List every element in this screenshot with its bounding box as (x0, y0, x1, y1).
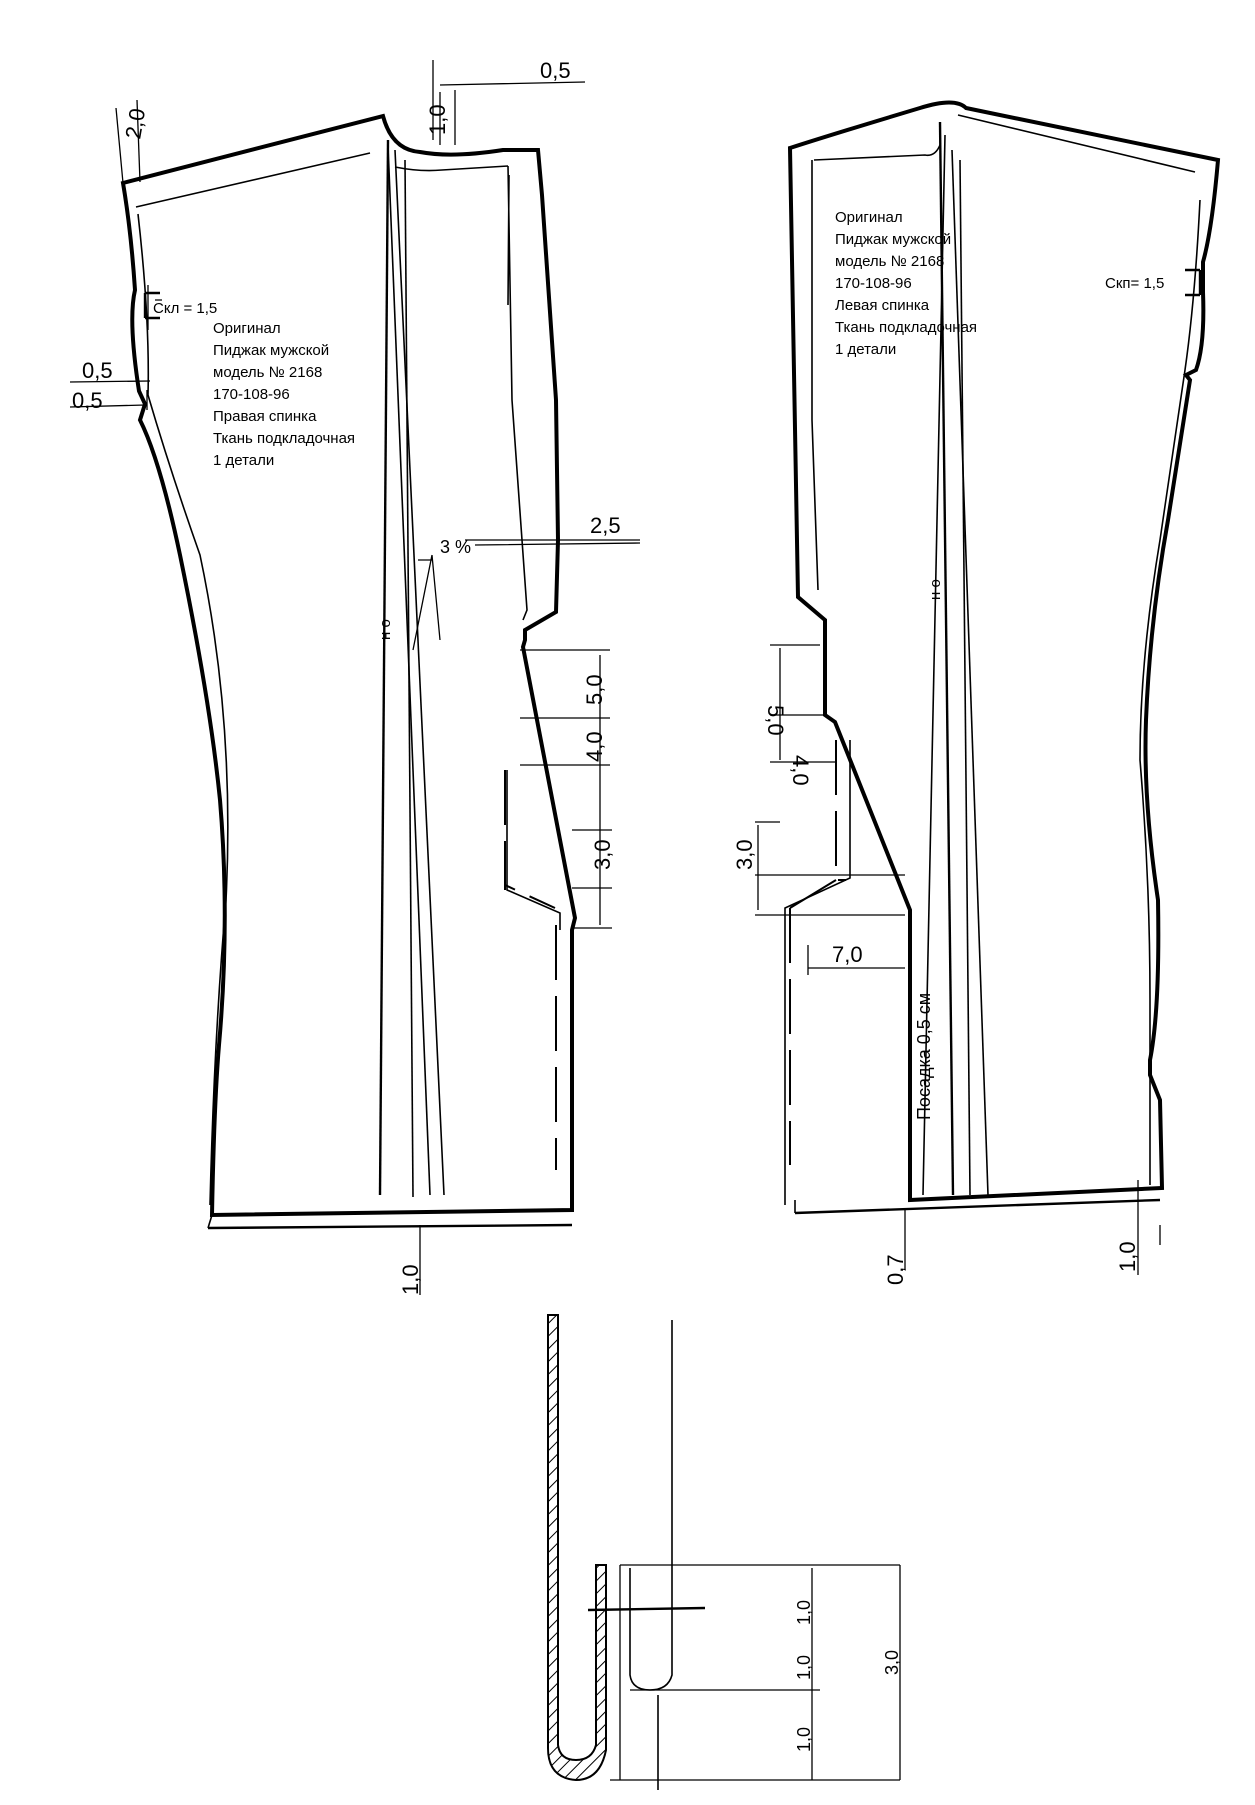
dim-detail-bottom: 1,0 (794, 1727, 814, 1752)
left-back-pleat-mark (1185, 268, 1202, 297)
hem-detail-fabric-fold (547, 1314, 607, 1782)
right-back-label-line-1: Оригинал (213, 320, 281, 337)
right-back-centre-line-a (378, 139, 390, 1196)
dim-percent: 3 % (440, 537, 471, 557)
dim-hem: 1,0 (398, 1264, 423, 1295)
dim-detail-middle: 1,0 (794, 1655, 814, 1680)
left-back-label-line-6: Ткань подкладочная (835, 319, 977, 336)
left-back-label-line-4: 170-108-96 (835, 275, 912, 292)
right-back-label-line-3: модель № 2168 (213, 364, 322, 381)
left-back-inner-side (1139, 199, 1201, 1185)
left-back-label: Оригинал Пиджак мужской модель № 2168 17… (835, 209, 1164, 600)
right-back-hem-edge (207, 1214, 213, 1229)
dim-side-a: 0,5 (82, 358, 113, 383)
right-back-label-line-7: 1 детали (213, 452, 274, 469)
dim-left-vent-width: 7,0 (832, 942, 863, 967)
hem-detail-lining-u (629, 1568, 673, 1691)
right-back-label-line-6: Ткань подкладочная (213, 430, 355, 447)
left-back-vent-step (784, 740, 851, 1205)
dim-vent-a: 5,0 (582, 674, 607, 705)
left-back-centre-line-d (959, 159, 971, 1196)
dim-left-ease-note: Посадка 0,5 см (914, 993, 934, 1120)
left-back-piece (784, 100, 1221, 1215)
dim-left-hem-left: 0,7 (883, 1254, 908, 1285)
dim-detail-total: 3,0 (882, 1650, 902, 1675)
left-back-pleat-note: Скп= 1,5 (1105, 275, 1164, 292)
left-back-seam-line (811, 114, 1196, 591)
dim-vent-c: 3,0 (590, 839, 615, 870)
left-back-dim-texts: 5,0 4,0 3,0 7,0 Посадка 0,5 см 0,7 1,0 (732, 705, 1140, 1285)
dim-left-vent-c: 3,0 (732, 839, 757, 870)
hem-detail-stitch (587, 1606, 706, 1612)
left-back-label-line-5: Левая спинка (835, 297, 930, 314)
right-back-dim-texts: 2,0 1,0 0,5 0,5 0,5 3 % 2,5 5,0 4,0 3,0 … (72, 58, 621, 1295)
left-back-centre-line-c (951, 149, 989, 1196)
dim-vent-b: 4,0 (582, 731, 607, 762)
left-back-dimensions (755, 644, 1161, 1275)
left-back-cut-outline (787, 100, 1221, 1203)
right-back-piece (120, 113, 578, 1230)
dim-detail-top: 1,0 (794, 1600, 814, 1625)
right-back-inner-side (137, 213, 229, 1206)
right-back-label-line-2: Пиджак мужской (213, 342, 329, 359)
dim-neck-top: 1,0 (425, 104, 450, 135)
left-back-centre-line-b (922, 134, 946, 1196)
right-back-dimensions (69, 60, 641, 1295)
hem-detail: 1,0 1,0 1,0 3,0 (547, 1314, 902, 1790)
right-back-centre-line-c (394, 149, 445, 1196)
right-back-label: Оригинал Пиджак мужской модель № 2168 17… (153, 300, 394, 640)
dim-left-hem-right: 1,0 (1115, 1241, 1140, 1272)
right-back-label-line-4: 170-108-96 (213, 386, 290, 403)
right-back-cut-outline (120, 113, 578, 1218)
right-back-grain-mark: н о (377, 619, 394, 640)
right-back-vent-dash (504, 770, 557, 1170)
right-back-centre-line-d (404, 159, 414, 1198)
dim-left-vent-a: 5,0 (763, 705, 788, 736)
left-back-label-line-3: модель № 2168 (835, 253, 944, 270)
right-back-hem-line (207, 1223, 573, 1230)
left-back-label-line-2: Пиджак мужской (835, 231, 951, 248)
dim-left-vent-b: 4,0 (788, 755, 813, 786)
left-back-grain-mark: н о (927, 579, 944, 600)
left-back-label-line-1: Оригинал (835, 209, 903, 226)
right-back-pleat-note: Скл = 1,5 (153, 300, 217, 317)
dim-vent-top: 2,5 (590, 513, 621, 538)
dim-side-b: 0,5 (72, 388, 103, 413)
right-back-seam-line (135, 152, 528, 621)
right-back-vent-step (506, 770, 561, 930)
dim-neck-offset: 0,5 (540, 58, 571, 83)
left-back-hem-line (794, 1198, 1161, 1215)
right-back-label-line-5: Правая спинка (213, 408, 317, 425)
left-back-vent-dash (789, 740, 846, 1165)
right-back-pleat-mark (143, 291, 160, 320)
left-back-label-line-7: 1 детали (835, 341, 896, 358)
dim-shoulder: 2,0 (120, 106, 150, 140)
hem-detail-dim-lines (610, 1564, 901, 1781)
